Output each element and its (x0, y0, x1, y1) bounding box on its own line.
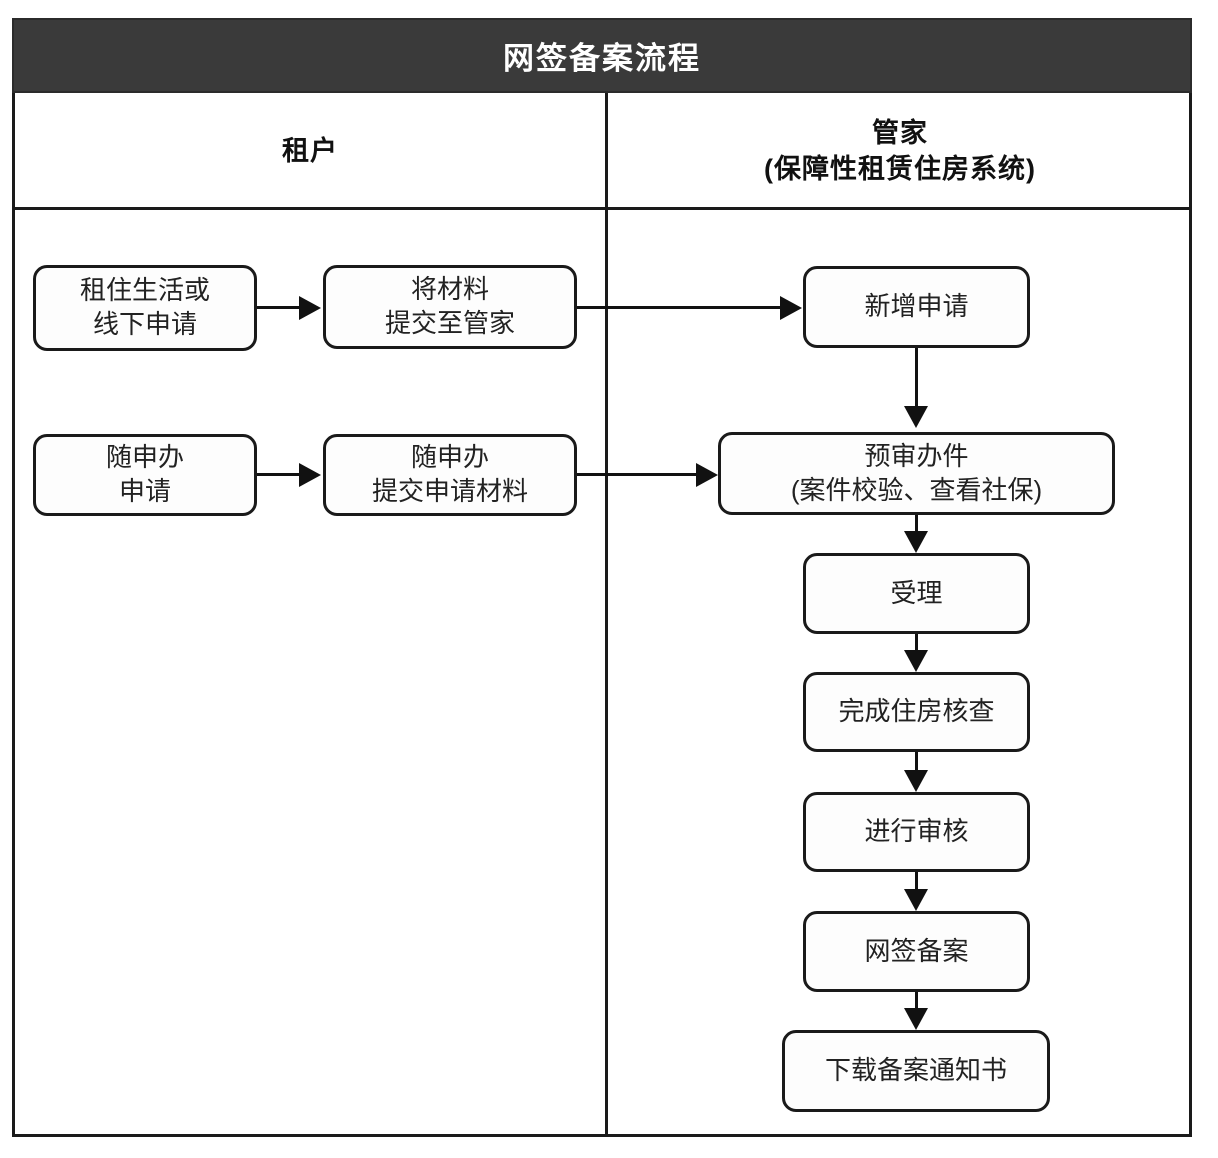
lane-header-steward-line-1: 管家 (872, 117, 928, 148)
lane-header-tenant: 租户 (15, 96, 605, 207)
connector-submit-to-new-application-line (577, 306, 785, 309)
node-pre-review-line-1: 预审办件 (864, 440, 969, 471)
node-tenant-start-ssb-line-1: 随申办 (105, 442, 184, 473)
node-pre-review[interactable]: 预审办件 (案件校验、查看社保) (718, 432, 1115, 515)
connector-pre-review-to-accept-arrowhead (904, 531, 928, 553)
connector-submit-to-new-application-arrowhead (780, 296, 802, 320)
node-tenant-start-offline-line-1: 租住生活或 (79, 275, 210, 306)
connector-housing-check-to-review-line (915, 752, 918, 776)
node-online-filing-line-1: 网签备案 (864, 935, 969, 966)
node-accept-line-1: 受理 (890, 577, 943, 608)
lane-header-tenant-line-1: 租户 (282, 135, 338, 166)
node-tenant-submit-ssb[interactable]: 随申办 提交申请材料 (323, 434, 577, 516)
connector-submit-ssb-to-pre-review-line (577, 473, 700, 476)
lane-header-steward: 管家 (保障性租赁住房系统) (608, 96, 1192, 207)
connector-offline-to-submit-line (257, 306, 305, 309)
node-tenant-submit-steward-line-2: 提交至管家 (384, 308, 515, 338)
node-tenant-submit-steward-line-1: 将材料 (410, 274, 489, 305)
connector-accept-to-housing-check-arrowhead (904, 650, 928, 672)
node-tenant-start-ssb-line-2: 申请 (118, 476, 171, 506)
node-tenant-submit-steward[interactable]: 将材料 提交至管家 (323, 265, 577, 349)
node-new-application[interactable]: 新增申请 (803, 266, 1030, 348)
node-review[interactable]: 进行审核 (803, 792, 1030, 872)
connector-online-filing-to-download-line (915, 992, 918, 1014)
connector-submit-ssb-to-pre-review-arrowhead (696, 463, 718, 487)
lane-header-steward-line-2: (保障性租赁住房系统) (764, 153, 1036, 184)
connector-pre-review-to-accept-line (915, 515, 918, 537)
node-tenant-start-ssb[interactable]: 随申办 申请 (33, 434, 257, 516)
node-download-notice[interactable]: 下载备案通知书 (782, 1030, 1050, 1112)
node-pre-review-line-2: (案件校验、查看社保) (790, 474, 1043, 505)
node-download-notice-line-1: 下载备案通知书 (824, 1055, 1007, 1086)
connector-ssb-to-submit-ssb-line (257, 473, 305, 476)
node-housing-check-line-1: 完成住房核查 (838, 696, 995, 727)
node-tenant-submit-ssb-line-1: 随申办 (410, 442, 489, 473)
connector-review-to-online-filing-arrowhead (904, 889, 928, 911)
node-online-filing[interactable]: 网签备案 (803, 911, 1030, 992)
diagram-frame (12, 93, 1192, 1137)
node-new-application-line-1: 新增申请 (864, 291, 969, 322)
node-review-line-1: 进行审核 (864, 816, 969, 847)
connector-new-application-to-pre-review-arrowhead (904, 406, 928, 428)
chart-title-banner: 网签备案流程 (12, 18, 1192, 93)
node-accept[interactable]: 受理 (803, 553, 1030, 634)
page-title: 网签备案流程 (503, 41, 701, 76)
connector-review-to-online-filing-line (915, 872, 918, 894)
connector-housing-check-to-review-arrowhead (904, 770, 928, 792)
connector-offline-to-submit-arrowhead (299, 296, 321, 320)
node-tenant-submit-ssb-line-2: 提交申请材料 (371, 476, 528, 506)
node-housing-check[interactable]: 完成住房核查 (803, 672, 1030, 752)
connector-accept-to-housing-check-line (915, 634, 918, 656)
lane-divider-vertical (605, 93, 608, 1137)
connector-online-filing-to-download-arrowhead (904, 1008, 928, 1030)
node-tenant-start-offline-line-2: 线下申请 (92, 309, 197, 339)
connector-ssb-to-submit-ssb-arrowhead (299, 463, 321, 487)
connector-new-application-to-pre-review-line (915, 348, 918, 410)
lane-header-divider (12, 207, 1192, 210)
node-tenant-start-offline[interactable]: 租住生活或 线下申请 (33, 265, 257, 351)
